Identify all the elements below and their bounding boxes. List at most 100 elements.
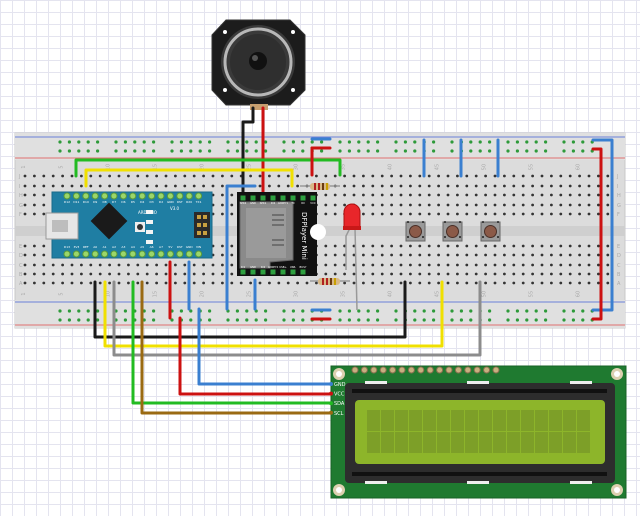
breadboard-hole[interactable]	[503, 174, 506, 178]
breadboard-hole[interactable]	[230, 281, 234, 285]
breadboard-hole[interactable]	[23, 193, 27, 197]
rail-hole[interactable]	[571, 140, 576, 144]
rail-hole[interactable]	[264, 149, 268, 153]
breadboard-hole[interactable]	[23, 203, 27, 207]
breadboard-hole[interactable]	[333, 244, 337, 248]
breadboard-hole[interactable]	[446, 184, 450, 188]
breadboard-hole[interactable]	[587, 203, 591, 207]
breadboard-hole[interactable]	[277, 174, 281, 178]
breadboard-hole[interactable]	[568, 203, 572, 207]
breadboard-hole[interactable]	[221, 193, 224, 197]
breadboard-hole[interactable]	[249, 174, 253, 178]
breadboard-hole[interactable]	[164, 263, 168, 267]
rail-hole[interactable]	[301, 149, 305, 153]
breadboard-hole[interactable]	[578, 253, 581, 257]
breadboard-hole[interactable]	[597, 244, 600, 248]
breadboard-hole[interactable]	[493, 253, 497, 257]
breadboard-hole[interactable]	[418, 174, 422, 178]
rail-hole[interactable]	[394, 318, 398, 322]
rail-hole[interactable]	[469, 318, 473, 322]
rail-hole[interactable]	[506, 309, 510, 313]
push-button-cap[interactable]	[484, 225, 497, 238]
breadboard-hole[interactable]	[136, 184, 140, 188]
breadboard-hole[interactable]	[61, 272, 64, 276]
breadboard-hole[interactable]	[550, 272, 553, 276]
rail-hole[interactable]	[152, 149, 156, 153]
breadboard-hole[interactable]	[221, 212, 224, 216]
rail-hole[interactable]	[77, 149, 81, 153]
rail-hole[interactable]	[534, 149, 538, 153]
breadboard-hole[interactable]	[597, 263, 600, 267]
breadboard-hole[interactable]	[437, 244, 440, 248]
breadboard-hole[interactable]	[409, 244, 412, 248]
breadboard-hole[interactable]	[183, 184, 187, 188]
breadboard-hole[interactable]	[390, 212, 393, 216]
breadboard-hole[interactable]	[42, 244, 46, 248]
rail-hole[interactable]	[376, 149, 380, 153]
breadboard-hole[interactable]	[409, 212, 412, 216]
arduino-pin-pad[interactable]	[63, 192, 71, 200]
breadboard-hole[interactable]	[597, 174, 600, 178]
breadboard-hole[interactable]	[145, 263, 149, 267]
breadboard-hole[interactable]	[493, 272, 497, 276]
breadboard-hole[interactable]	[362, 253, 365, 257]
push-button-cap[interactable]	[446, 225, 459, 238]
breadboard-hole[interactable]	[352, 253, 356, 257]
rail-hole[interactable]	[515, 140, 520, 144]
dfplayer-pin[interactable]	[250, 195, 256, 201]
arduino-pin-pad[interactable]	[129, 250, 137, 258]
arduino-pin-pad[interactable]	[176, 192, 184, 200]
rail-hole[interactable]	[338, 309, 342, 313]
rail-hole[interactable]	[432, 318, 436, 322]
rail-hole[interactable]	[208, 309, 212, 313]
breadboard-hole[interactable]	[70, 272, 74, 276]
breadboard-hole[interactable]	[390, 244, 393, 248]
rail-hole[interactable]	[422, 309, 426, 313]
rail-hole[interactable]	[208, 318, 212, 322]
breadboard-hole[interactable]	[484, 244, 487, 248]
breadboard-hole[interactable]	[230, 272, 234, 276]
breadboard-hole[interactable]	[597, 193, 600, 197]
breadboard-hole[interactable]	[606, 184, 610, 188]
rail-hole[interactable]	[86, 149, 90, 153]
breadboard-hole[interactable]	[456, 263, 459, 267]
breadboard-hole[interactable]	[230, 203, 234, 207]
breadboard-hole[interactable]	[427, 184, 431, 188]
breadboard-hole[interactable]	[23, 244, 27, 248]
rail-hole[interactable]	[123, 149, 127, 153]
breadboard-hole[interactable]	[427, 272, 431, 276]
breadboard-hole[interactable]	[568, 174, 572, 178]
breadboard-hole[interactable]	[371, 174, 375, 178]
breadboard-hole[interactable]	[117, 263, 121, 267]
breadboard-hole[interactable]	[512, 174, 516, 178]
rail-hole[interactable]	[291, 140, 295, 144]
rail-hole[interactable]	[544, 140, 548, 144]
breadboard-hole[interactable]	[559, 212, 563, 216]
rail-hole[interactable]	[581, 149, 585, 153]
rail-hole[interactable]	[170, 149, 174, 153]
breadboard-hole[interactable]	[362, 272, 365, 276]
breadboard-hole[interactable]	[202, 174, 206, 178]
breadboard-hole[interactable]	[503, 263, 506, 267]
breadboard-hole[interactable]	[446, 212, 450, 216]
breadboard-hole[interactable]	[258, 184, 262, 188]
rail-hole[interactable]	[301, 309, 305, 313]
rail-hole[interactable]	[170, 140, 174, 144]
breadboard-hole[interactable]	[155, 281, 159, 285]
rail-hole[interactable]	[301, 318, 305, 322]
breadboard-hole[interactable]	[587, 253, 591, 257]
breadboard-hole[interactable]	[578, 174, 581, 178]
breadboard-hole[interactable]	[446, 281, 450, 285]
breadboard-hole[interactable]	[371, 193, 375, 197]
breadboard-hole[interactable]	[578, 184, 581, 188]
breadboard-hole[interactable]	[493, 184, 497, 188]
rail-hole[interactable]	[478, 140, 482, 144]
rail-hole[interactable]	[86, 309, 90, 313]
breadboard-hole[interactable]	[568, 193, 572, 197]
rail-hole[interactable]	[58, 149, 62, 153]
breadboard-hole[interactable]	[380, 193, 384, 197]
arduino-pin-pad[interactable]	[157, 250, 165, 258]
breadboard-hole[interactable]	[437, 253, 440, 257]
rail-hole[interactable]	[581, 309, 585, 313]
rail-hole[interactable]	[245, 309, 249, 313]
